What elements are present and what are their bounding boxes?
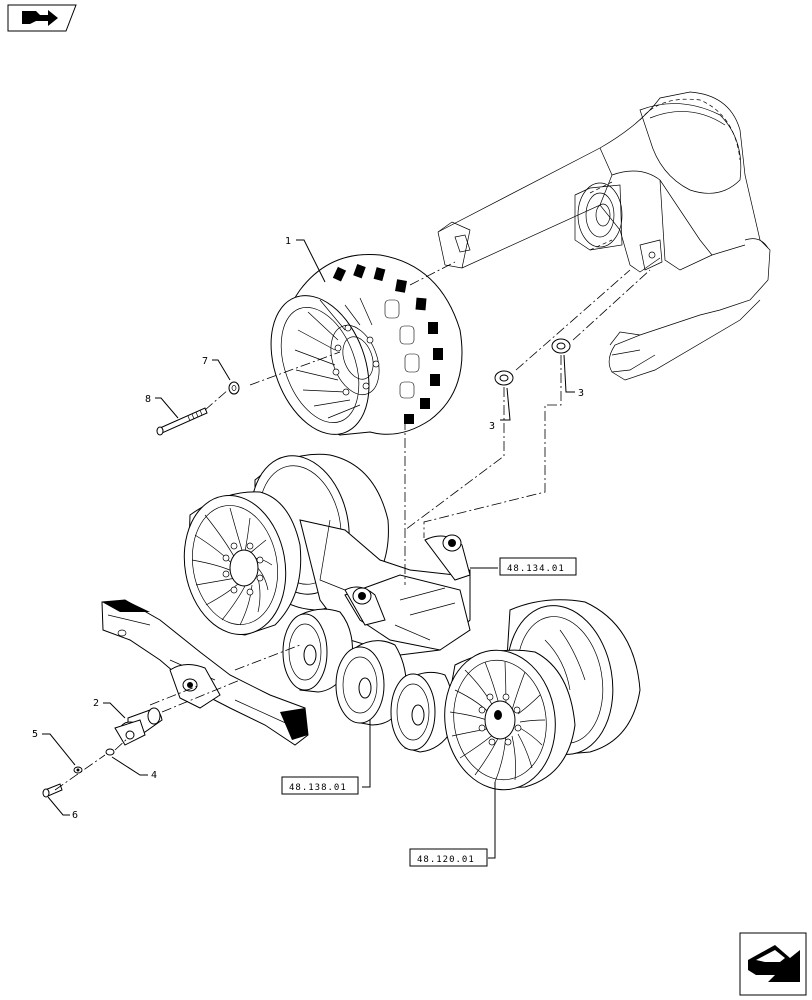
reference-box-48-138-01[interactable]: 48.138.01 [281,776,359,795]
callout-7: 7 [202,356,208,367]
reference-48-120-01: 48.120.01 [417,855,475,865]
callout-3b: 3 [578,388,584,399]
front-wheel [444,599,641,791]
callout-3a: 3 [489,421,495,432]
bolt [156,407,208,436]
spacer-washer [494,338,571,386]
axle-housing [437,91,771,381]
callout-leaders [42,239,575,859]
callout-1: 1 [285,236,291,247]
callout-numbers: 1 7 8 3 3 2 5 4 6 [32,236,584,821]
flat-washer [228,381,240,395]
callout-4: 4 [151,770,157,781]
reference-48-138-01: 48.138.01 [289,783,347,793]
callout-6: 6 [72,810,78,821]
pin-assembly [114,707,163,746]
book-arrow-icon[interactable] [7,4,77,32]
callout-8: 8 [145,394,151,405]
assembly-lines [54,261,651,791]
next-page-arrow-icon[interactable] [739,932,807,996]
mid-rollers [282,608,455,753]
screw [42,783,63,798]
reference-box-48-134-01[interactable]: 48.134.01 [499,557,577,576]
track-guide-plate [101,599,309,746]
clip [73,766,83,774]
washer [105,748,115,756]
callout-2: 2 [93,698,99,709]
reference-box-48-120-01[interactable]: 48.120.01 [409,848,488,867]
callout-5: 5 [32,729,38,740]
drive-wheel [270,253,463,436]
reference-48-134-01: 48.134.01 [507,564,565,574]
